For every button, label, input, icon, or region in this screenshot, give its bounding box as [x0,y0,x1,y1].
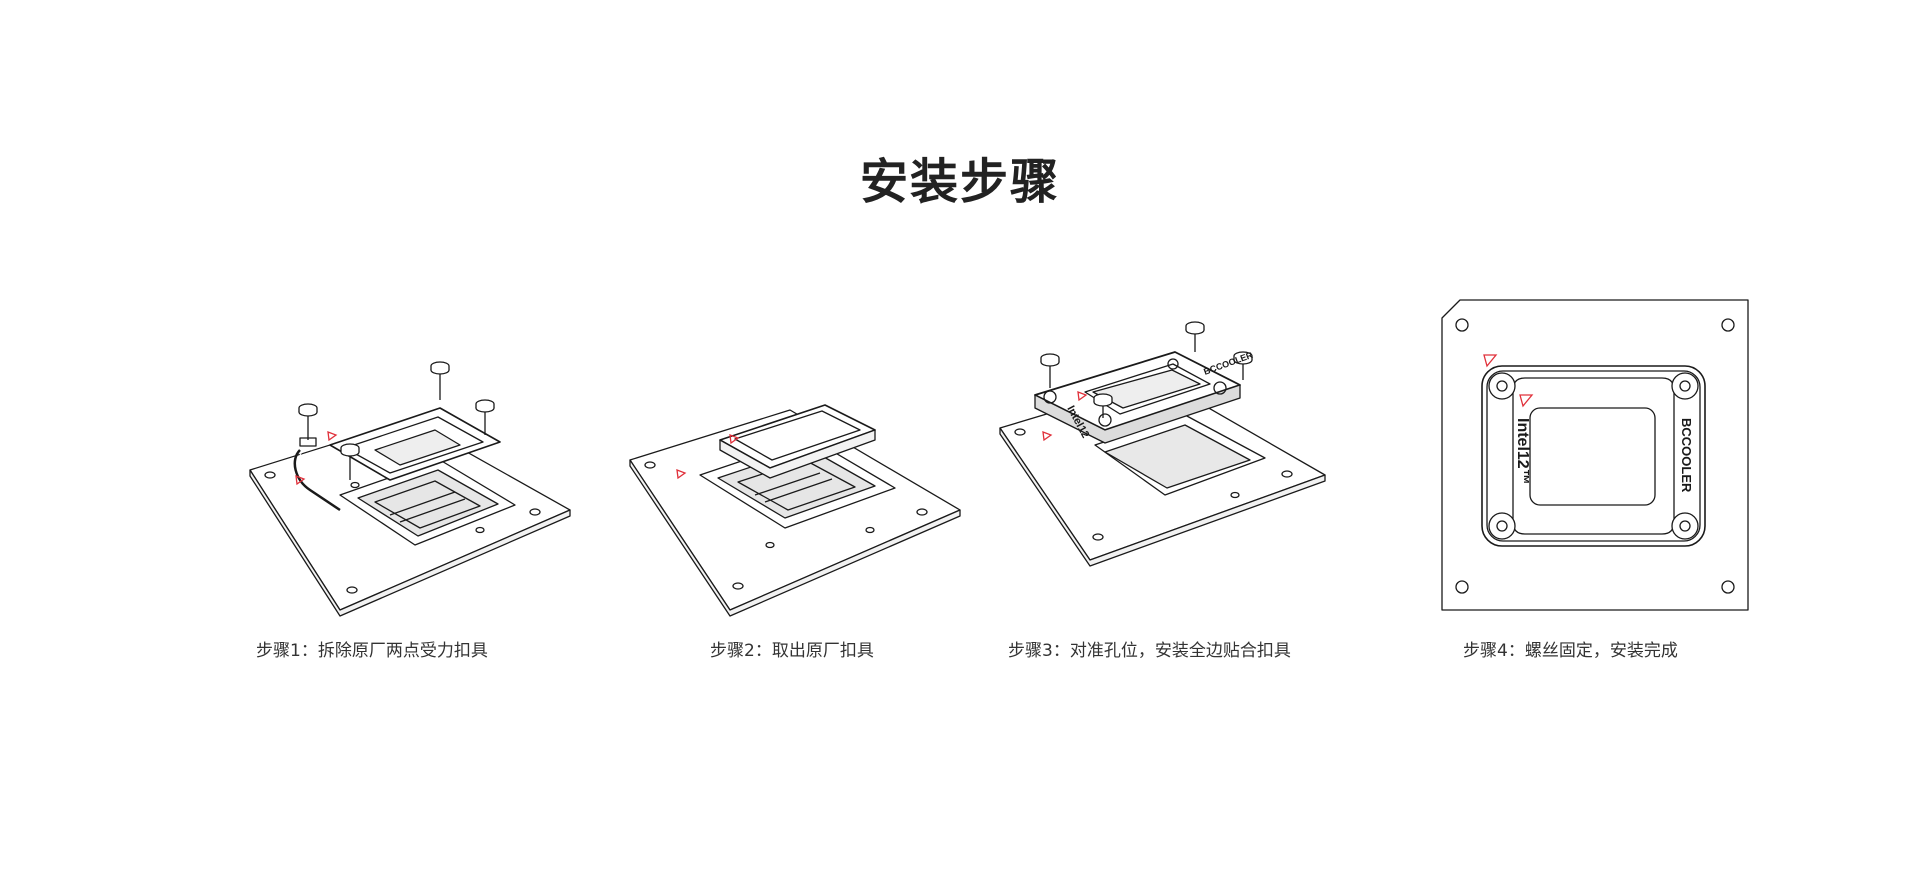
step-2-caption: 步骤2：取出原厂扣具 [710,641,874,661]
step-4: Intel12™ BCCOOLER 步骤4：螺丝固定，安装完成 [1430,280,1760,661]
step-4-brand-label: BCCOOLER [1679,418,1694,493]
step-4-illustration: Intel12™ BCCOOLER [1441,299,1749,611]
step-3-caption: 步骤3：对准孔位，安装全边贴合扣具 [1008,641,1291,661]
step-3: Intel12 BCCOOLER 步骤3：对准孔位，安装全边贴合扣具 [995,280,1355,661]
step-4-model-label: Intel12™ [1514,418,1531,485]
step-3-illustration: Intel12 BCCOOLER [999,321,1326,567]
step-2-illustration [629,404,961,617]
step-2: 步骤2：取出原厂扣具 [620,280,980,661]
step-1-illustration [249,361,571,617]
step-1-caption: 步骤1：拆除原厂两点受力扣具 [256,641,488,661]
step-1: 步骤1：拆除原厂两点受力扣具 [240,280,600,661]
step-4-caption: 步骤4：螺丝固定，安装完成 [1463,641,1678,661]
page-title: 安装步骤 [859,154,1060,210]
